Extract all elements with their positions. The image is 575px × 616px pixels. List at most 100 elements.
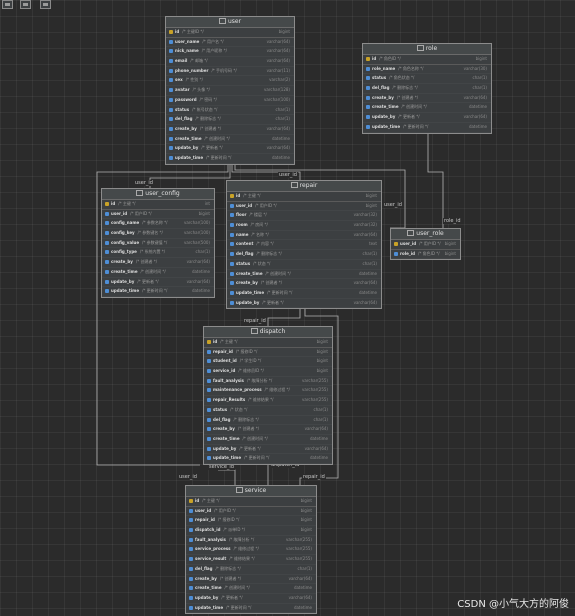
table-icon	[136, 189, 144, 196]
column-row[interactable]: create_time/* 创建时间 */datetime	[204, 435, 332, 445]
column-row[interactable]: service_result/* 维修结果 */varchar(255)	[186, 555, 316, 565]
column-row[interactable]: fault_analysis/* 故障分析 */varchar(255)	[204, 377, 332, 387]
column-row[interactable]: id/* 主键ID */bigint	[166, 28, 294, 38]
column-row[interactable]: status/* 角色状态 */char(1)	[363, 74, 491, 84]
save-icon[interactable]	[40, 0, 51, 9]
column-icon	[230, 290, 234, 295]
column-row[interactable]: id/* 主键 */int	[102, 200, 214, 210]
column-row[interactable]: repair_Results/* 维修结果 */varchar(255)	[204, 396, 332, 406]
column-row[interactable]: name/* 名称 */varchar(64)	[227, 231, 381, 241]
column-row[interactable]: create_by/* 创建者 */varchar(64)	[186, 575, 316, 585]
column-row[interactable]: student_id/* 学生ID */bigint	[204, 357, 332, 367]
column-icon	[366, 115, 370, 120]
watermark: CSDN @小气大方的阿俊	[457, 599, 569, 610]
column-row[interactable]: nick_name/* 用户昵称 */varchar(64)	[166, 47, 294, 57]
column-name: create_by	[195, 575, 217, 581]
column-row[interactable]: create_by/* 创建者 */varchar(64)	[227, 279, 381, 289]
column-row[interactable]: room/* 房间 */varchar(32)	[227, 221, 381, 231]
column-icon	[207, 436, 211, 441]
column-row[interactable]: create_time/* 创建时间 */datetime	[166, 135, 294, 145]
column-row[interactable]: create_time/* 创建时间 */datetime	[227, 270, 381, 280]
column-row[interactable]: update_by/* 更新者 */varchar(64)	[102, 278, 214, 288]
column-row[interactable]: role_id/* 角色ID */bigint	[391, 250, 460, 260]
relation-user-config-user	[149, 162, 231, 188]
column-icon	[230, 232, 234, 237]
column-row[interactable]: del_flag/* 删除标志 */char(1)	[204, 416, 332, 426]
column-row[interactable]: sex/* 性别 */varchar(2)	[166, 76, 294, 86]
column-row[interactable]: fault_analysis/* 故障分析 */varchar(255)	[186, 536, 316, 546]
column-row[interactable]: update_time/* 更新时间 */datetime	[204, 454, 332, 464]
column-row[interactable]: avatar/* 头像 */varchar(128)	[166, 86, 294, 96]
column-row[interactable]: create_time/* 创建时间 */datetime	[102, 268, 214, 278]
column-row[interactable]: content/* 内容 */text	[227, 240, 381, 250]
column-row[interactable]: dispatch_id/* 派单ID */bigint	[186, 526, 316, 536]
column-row[interactable]: update_by/* 更新者 */varchar(64)	[166, 144, 294, 154]
entity-title: user_config	[102, 189, 214, 200]
column-type: int	[204, 201, 210, 206]
column-row[interactable]: del_flag/* 删除标志 */char(1)	[186, 565, 316, 575]
column-row[interactable]: create_by/* 创建者 */varchar(64)	[102, 258, 214, 268]
column-row[interactable]: user_name/* 用户名 */varchar(64)	[166, 38, 294, 48]
column-row[interactable]: floor/* 楼层 */varchar(32)	[227, 211, 381, 221]
column-row[interactable]: update_by/* 更新者 */varchar(64)	[186, 594, 316, 604]
column-row[interactable]: del_flag/* 删除标志 */char(1)	[363, 84, 491, 94]
column-row[interactable]: password/* 密码 */varchar(100)	[166, 96, 294, 106]
column-row[interactable]: status/* 帐号状态 */char(1)	[166, 106, 294, 116]
column-row[interactable]: user_id/* 用户ID */bigint	[227, 202, 381, 212]
column-row[interactable]: repair_id/* 报修ID */bigint	[186, 516, 316, 526]
column-comment: /* 用户ID */	[255, 202, 277, 208]
column-row[interactable]: config_value/* 参数键值 */varchar(500)	[102, 239, 214, 249]
new-diagram-icon[interactable]	[2, 0, 13, 9]
column-comment: /* 创建时间 */	[242, 435, 268, 441]
column-row[interactable]: update_time/* 更新时间 */datetime	[186, 604, 316, 614]
column-row[interactable]: id/* 主键 */bigint	[227, 192, 381, 202]
column-row[interactable]: del_flag/* 删除标志 */char(1)	[227, 250, 381, 260]
column-row[interactable]: config_key/* 参数键名 */varchar(100)	[102, 229, 214, 239]
column-row[interactable]: update_by/* 更新者 */varchar(64)	[204, 445, 332, 455]
column-row[interactable]: maintenance_process/* 维修过程 */varchar(255…	[204, 386, 332, 396]
column-name: create_by	[236, 280, 258, 286]
column-row[interactable]: config_name/* 参数名称 */varchar(100)	[102, 219, 214, 229]
column-row[interactable]: update_by/* 更新者 */varchar(64)	[227, 299, 381, 309]
column-icon	[207, 369, 211, 374]
column-row[interactable]: update_by/* 更新者 */varchar(64)	[363, 113, 491, 123]
column-row[interactable]: update_time/* 更新时间 */datetime	[227, 289, 381, 299]
column-row[interactable]: create_time/* 创建时间 */datetime	[363, 103, 491, 113]
column-row[interactable]: service_process/* 维修过程 */varchar(255)	[186, 545, 316, 555]
column-row[interactable]: id/* 角色ID */bigint	[363, 55, 491, 65]
column-row[interactable]: id/* 主键 */bigint	[204, 338, 332, 348]
column-row[interactable]: user_id/* 用户ID */bigint	[102, 210, 214, 220]
column-comment: /* 报修ID */	[217, 517, 240, 523]
column-row[interactable]: update_time/* 更新时间 */datetime	[166, 154, 294, 164]
column-row[interactable]: update_time/* 更新时间 */datetime	[102, 287, 214, 297]
column-row[interactable]: create_by/* 创建者 */varchar(64)	[166, 125, 294, 135]
column-row[interactable]: status/* 状态 */char(1)	[204, 406, 332, 416]
column-row[interactable]: phone_number/* 手机号码 */varchar(11)	[166, 67, 294, 77]
column-row[interactable]: repair_id/* 报修ID */bigint	[204, 348, 332, 358]
column-row[interactable]: role_name/* 角色名称 */varchar(30)	[363, 65, 491, 75]
column-row[interactable]: create_by/* 创建者 */varchar(64)	[204, 425, 332, 435]
column-icon	[105, 231, 109, 236]
column-row[interactable]: status/* 状态 */char(1)	[227, 260, 381, 270]
column-row[interactable]: create_by/* 创建者 */varchar(64)	[363, 94, 491, 104]
primary-key-icon	[105, 202, 109, 206]
column-row[interactable]: id/* 主键 */bigint	[186, 497, 316, 507]
column-row[interactable]: email/* 邮箱 */varchar(64)	[166, 57, 294, 67]
column-row[interactable]: service_id/* 维修员ID */bigint	[204, 367, 332, 377]
column-row[interactable]: user_id/* 用户ID */bigint	[186, 507, 316, 517]
column-row[interactable]: config_type/* 系统内置 */char(1)	[102, 248, 214, 258]
column-row[interactable]: create_time/* 创建时间 */datetime	[186, 584, 316, 594]
column-comment: /* 维修结果 */	[248, 397, 274, 403]
column-row[interactable]: update_time/* 更新时间 */datetime	[363, 123, 491, 133]
column-row[interactable]: del_flag/* 删除标志 */char(1)	[166, 115, 294, 125]
print-icon[interactable]	[20, 0, 31, 9]
column-row[interactable]: user_id/* 用户ID */bigint	[391, 240, 460, 250]
column-type: char(1)	[275, 106, 291, 112]
